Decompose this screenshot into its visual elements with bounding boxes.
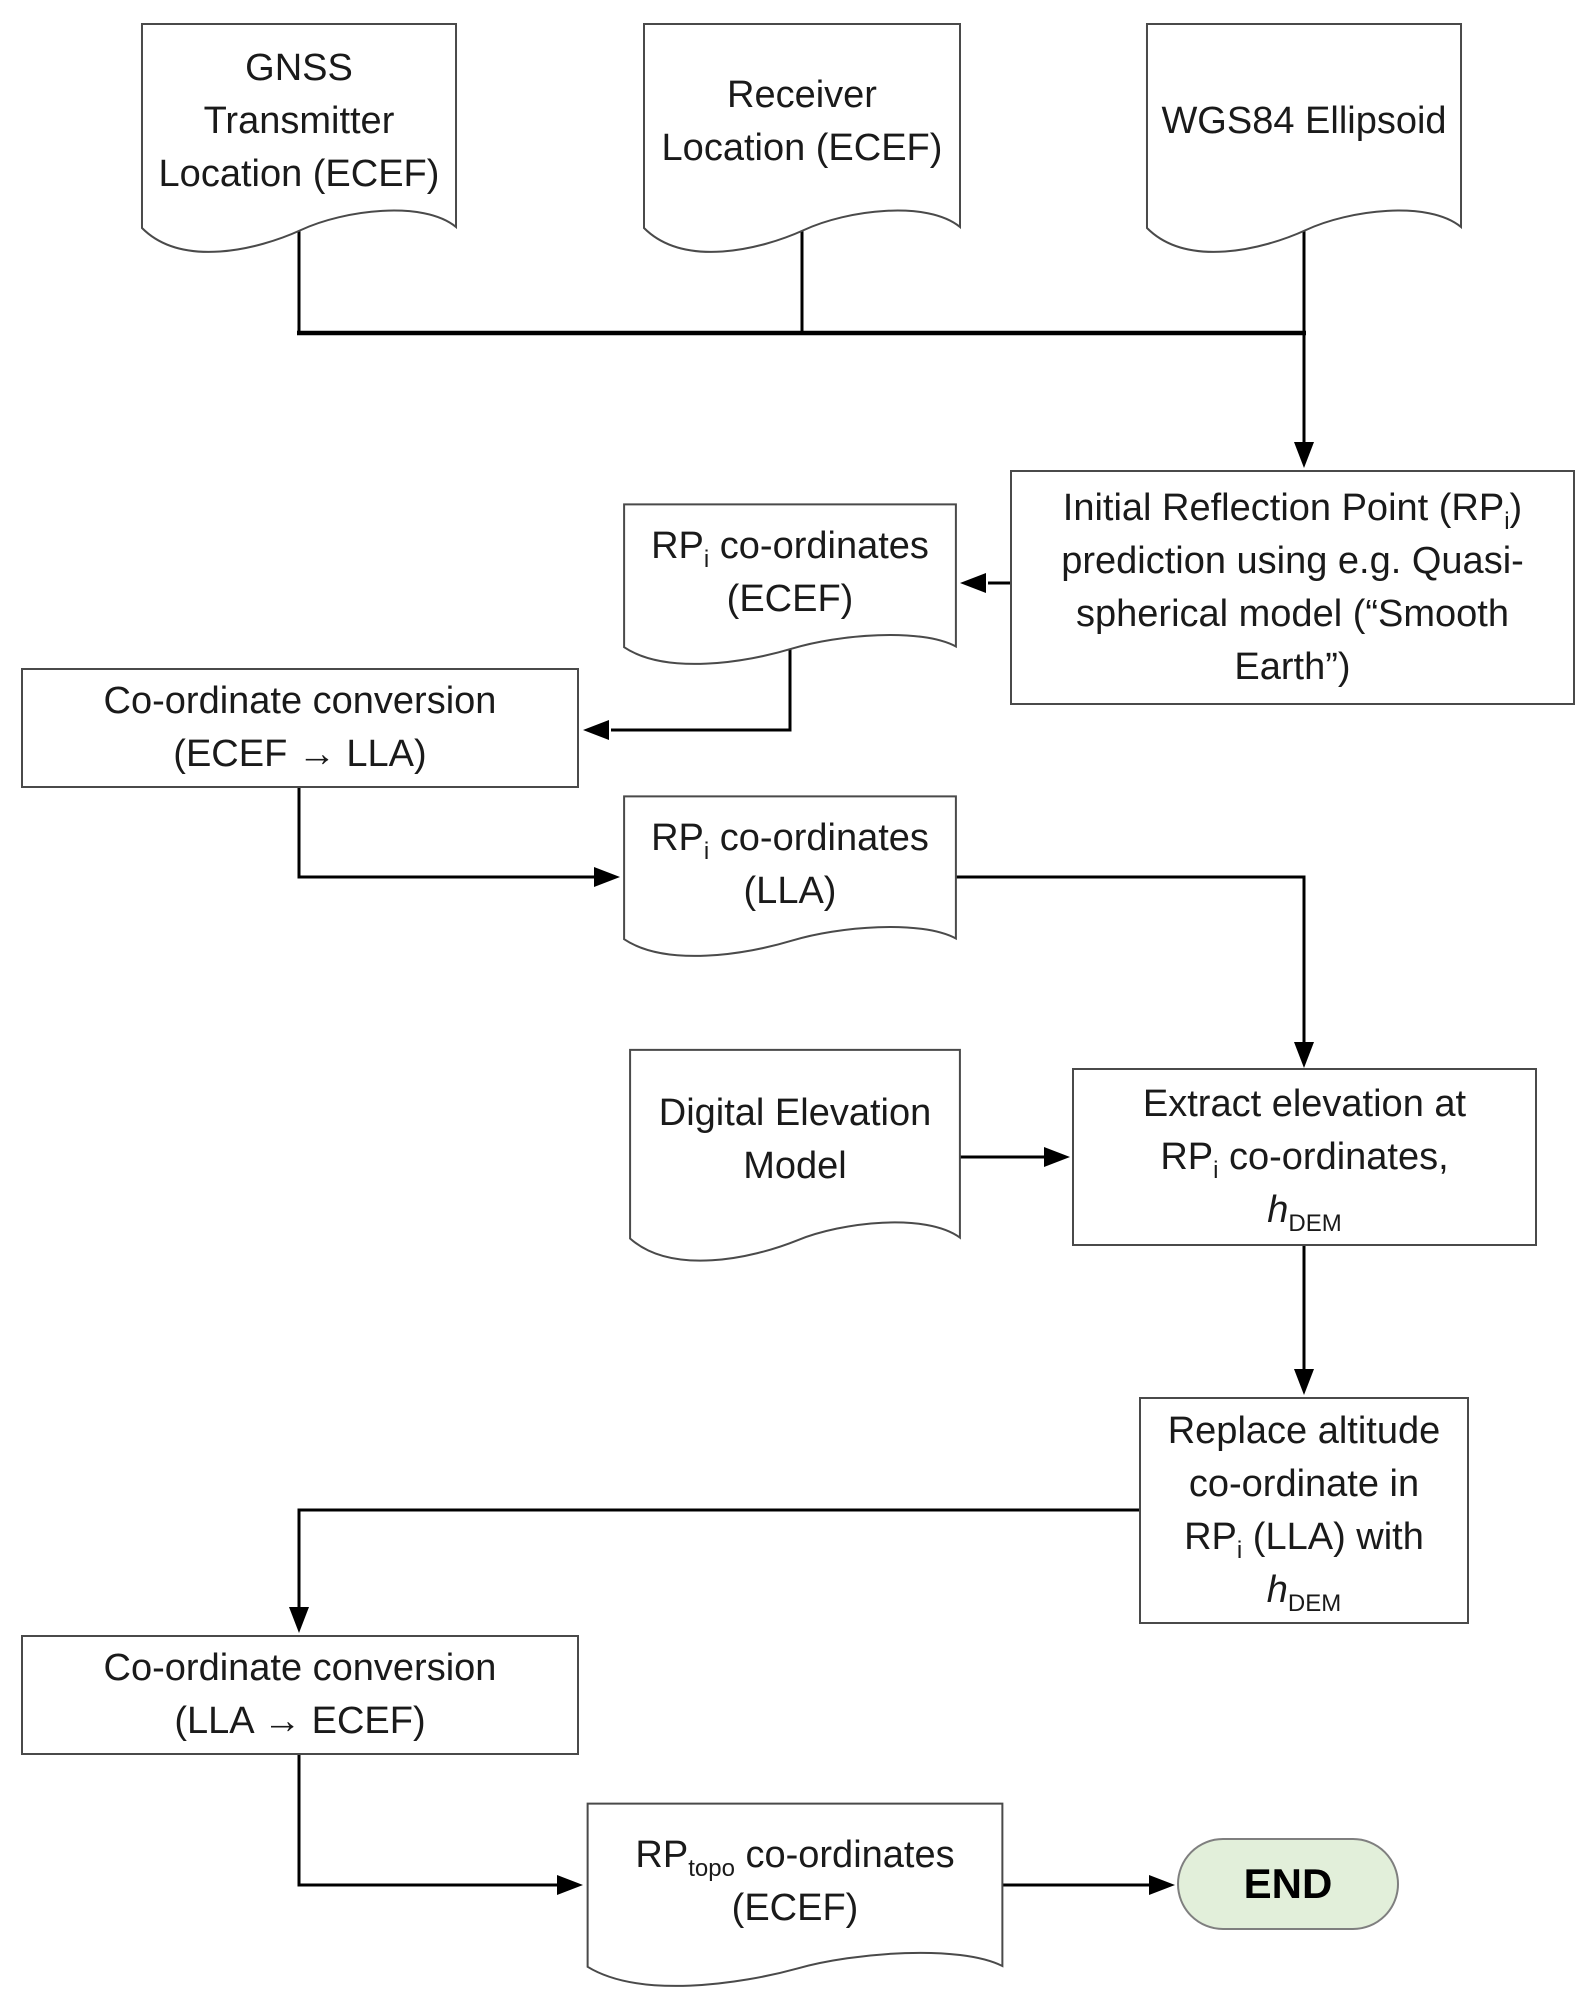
arrowhead: [1044, 1147, 1070, 1167]
doc-label: Digital Elevation Model: [628, 1048, 962, 1232]
doc-text-line: (ECEF): [726, 577, 854, 620]
doc-text-line: Receiver: [727, 73, 877, 116]
arrowhead: [289, 1607, 309, 1633]
arrowhead: [1149, 1875, 1175, 1895]
arrowhead: [594, 867, 620, 887]
doc-wgs84-ellipsoid: WGS84 Ellipsoid: [1145, 22, 1463, 262]
box-text-line: Initial Reflection Point (RPi): [1062, 486, 1523, 535]
box-text-line: Co-ordinate conversion: [103, 1647, 497, 1689]
doc-label: GNSS Transmitter Location (ECEF): [140, 22, 458, 221]
process-coordinate-conversion-ecef-lla: Co-ordinate conversion (ECEF → LLA): [21, 668, 579, 788]
box-text-line: hDEM: [1267, 1188, 1342, 1237]
doc-text-line: Digital Elevation: [658, 1092, 932, 1135]
doc-text-line: RPi co-ordinates: [651, 524, 929, 573]
box-text-line: hDEM: [1266, 1568, 1342, 1617]
connector-rpi-lla-to-extract: [940, 875, 1306, 1044]
document-shape: [585, 1802, 1005, 1992]
doc-text-line: RPtopo co-ordinates: [635, 1833, 955, 1882]
doc-text-line: Transmitter: [203, 100, 395, 143]
box-text-line: Earth”): [1234, 645, 1351, 688]
doc-label: RPi co-ordinates (LLA): [622, 795, 958, 934]
doc-label: RPi co-ordinates (ECEF): [622, 503, 958, 642]
doc-receiver-location: Receiver Location (ECEF): [642, 22, 962, 262]
doc-gnss-transmitter-location: GNSS Transmitter Location (ECEF): [140, 22, 458, 262]
terminator-end: END: [1177, 1838, 1399, 1930]
doc-label: Receiver Location (ECEF): [642, 22, 962, 221]
arrowhead: [960, 573, 986, 593]
doc-text-line: Model: [743, 1145, 847, 1188]
doc-digital-elevation-model: Digital Elevation Model: [628, 1048, 962, 1270]
document-shape: [642, 22, 962, 262]
box-text-line: Extract elevation at: [1142, 1082, 1467, 1125]
box-text-line: RPi co-ordinates,: [1160, 1135, 1449, 1184]
doc-text-line: (ECEF): [731, 1886, 859, 1929]
box-text-line: prediction using e.g. Quasi-: [1061, 539, 1524, 582]
box-text-line: co-ordinate in: [1188, 1462, 1420, 1505]
connector-rpi-ecef-to-conv1: [611, 620, 792, 732]
document-shape: [622, 503, 958, 671]
document-shape: [622, 795, 958, 963]
doc-rpi-coordinates-ecef: RPi co-ordinates (ECEF): [622, 503, 958, 671]
process-replace-altitude: Replace altitude co-ordinate in RPi (LLA…: [1139, 1397, 1469, 1624]
process-initial-reflection-point: Initial Reflection Point (RPi) predictio…: [1010, 470, 1575, 705]
document-shape: [1145, 22, 1463, 262]
doc-rptopo-coordinates-ecef: RPtopo co-ordinates (ECEF): [585, 1802, 1005, 1992]
connector-conv2-to-rptopo: [297, 1755, 559, 1887]
connector-replace-to-conv2: [297, 1508, 1139, 1609]
arrowhead: [1294, 442, 1314, 468]
doc-text-line: Location (ECEF): [661, 126, 943, 169]
doc-text-line: WGS84 Ellipsoid: [1161, 100, 1447, 143]
box-text-line: Replace altitude: [1167, 1409, 1441, 1452]
connector-conv1-to-rpi-lla: [297, 788, 596, 879]
arrowhead: [1294, 1042, 1314, 1068]
doc-text-line: Location (ECEF): [158, 153, 440, 196]
arrowhead: [557, 1875, 583, 1895]
arrowhead: [1294, 1369, 1314, 1395]
document-shape: [628, 1048, 962, 1270]
doc-label: RPtopo co-ordinates (ECEF): [585, 1802, 1005, 1961]
box-text-line: (LLA → ECEF): [174, 1700, 426, 1742]
doc-rpi-coordinates-lla: RPi co-ordinates (LLA): [622, 795, 958, 963]
end-label: END: [1243, 1860, 1333, 1907]
process-extract-elevation: Extract elevation at RPi co-ordinates, h…: [1072, 1068, 1537, 1246]
process-coordinate-conversion-lla-ecef: Co-ordinate conversion (LLA → ECEF): [21, 1635, 579, 1755]
doc-text-line: GNSS: [245, 47, 353, 90]
doc-label: WGS84 Ellipsoid: [1145, 22, 1463, 221]
box-text-line: spherical model (“Smooth: [1076, 592, 1509, 635]
document-shape: [140, 22, 458, 262]
box-text-line: RPi (LLA) with: [1184, 1515, 1424, 1564]
box-text-line: (ECEF → LLA): [173, 733, 427, 775]
arrowhead: [583, 720, 609, 740]
box-text-line: Co-ordinate conversion: [103, 680, 497, 722]
doc-text-line: (LLA): [743, 869, 837, 912]
doc-text-line: RPi co-ordinates: [651, 816, 929, 865]
